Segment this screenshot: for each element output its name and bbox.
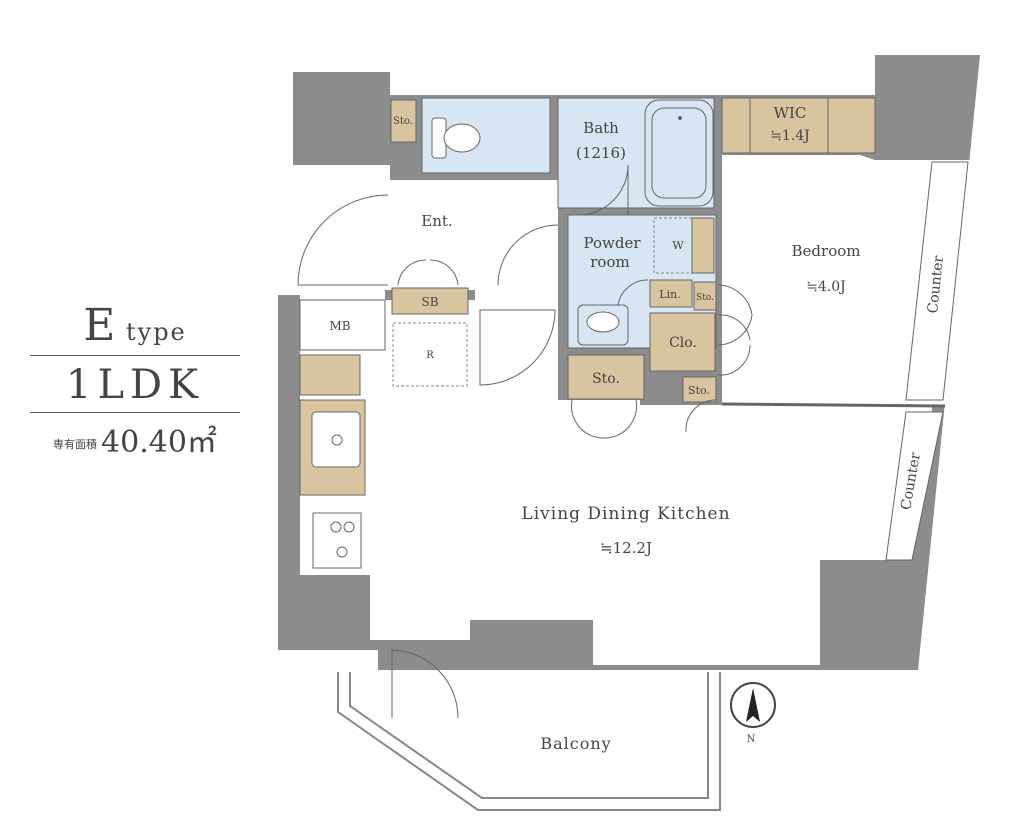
ldk-floor xyxy=(370,400,905,665)
label-ldk-size: ≒12.2J xyxy=(600,539,652,557)
kitchen-sink xyxy=(311,411,361,468)
area-value: 40.40㎡ xyxy=(101,425,217,460)
bath-door xyxy=(577,164,629,216)
toilet-bowl xyxy=(443,123,481,153)
balcony-door xyxy=(391,649,459,719)
bedroom-counter xyxy=(905,161,969,401)
ldk-door xyxy=(479,309,556,386)
wic xyxy=(721,97,876,154)
unit-layout: 1LDK xyxy=(66,362,204,408)
label-ent: Ent. xyxy=(421,212,452,230)
type-word: type xyxy=(125,318,187,346)
label-fridge: R xyxy=(426,350,434,361)
label-clo: Clo. xyxy=(669,335,697,351)
label-balcony: Balcony xyxy=(540,734,611,753)
label-sto-right: Sto. xyxy=(688,384,710,397)
label-ldk: Living Dining Kitchen xyxy=(521,504,730,524)
label-washer: W xyxy=(672,239,684,252)
bathtub xyxy=(644,99,714,207)
clo-storage xyxy=(649,312,716,372)
label-powder: Powder xyxy=(583,234,641,252)
entrance-floor xyxy=(390,180,475,290)
bedroom-floor xyxy=(722,160,970,405)
fridge-space xyxy=(392,322,468,387)
type-letter: E xyxy=(83,300,117,351)
north-arrow xyxy=(730,682,776,728)
mb-area xyxy=(299,299,386,351)
lin-storage xyxy=(649,279,693,308)
label-wic: WIC xyxy=(774,104,807,122)
label-mb: MB xyxy=(329,319,350,333)
sto-toilet xyxy=(390,99,417,143)
label-bath: Bath xyxy=(583,119,619,137)
label-wic-size: ≒1.4J xyxy=(770,128,810,144)
sto-right xyxy=(682,376,717,403)
label-powder-room: room xyxy=(590,253,629,271)
sto-small xyxy=(693,281,717,311)
hall-floor xyxy=(475,180,558,400)
label-lin: Lin. xyxy=(659,288,680,301)
unit-type: E type xyxy=(30,300,240,351)
label-sto-left: Sto. xyxy=(592,371,620,387)
label-bath-size: (1216) xyxy=(576,144,626,162)
powder-door xyxy=(617,279,649,306)
label-sb: SB xyxy=(421,295,438,309)
sb-storage xyxy=(391,287,469,315)
kitchen-counter-storage xyxy=(299,354,361,396)
title-rule-top xyxy=(30,355,240,356)
label-counter-bedroom: Counter xyxy=(925,255,947,314)
title-rule-bottom xyxy=(30,412,240,413)
label-sto-toilet: Sto. xyxy=(393,116,413,127)
balcony-outline xyxy=(337,672,721,811)
sto-left xyxy=(567,354,645,400)
stove xyxy=(312,512,362,569)
label-north: N xyxy=(747,734,756,745)
ldk-counter xyxy=(885,411,944,561)
hall-door xyxy=(497,224,559,286)
entrance-door xyxy=(297,194,389,286)
label-bedroom-size: ≒4.0J xyxy=(806,279,846,295)
label-bedroom: Bedroom xyxy=(792,242,861,260)
label-sto-small: Sto. xyxy=(696,293,714,303)
area-label: 専有面積 xyxy=(53,438,98,451)
